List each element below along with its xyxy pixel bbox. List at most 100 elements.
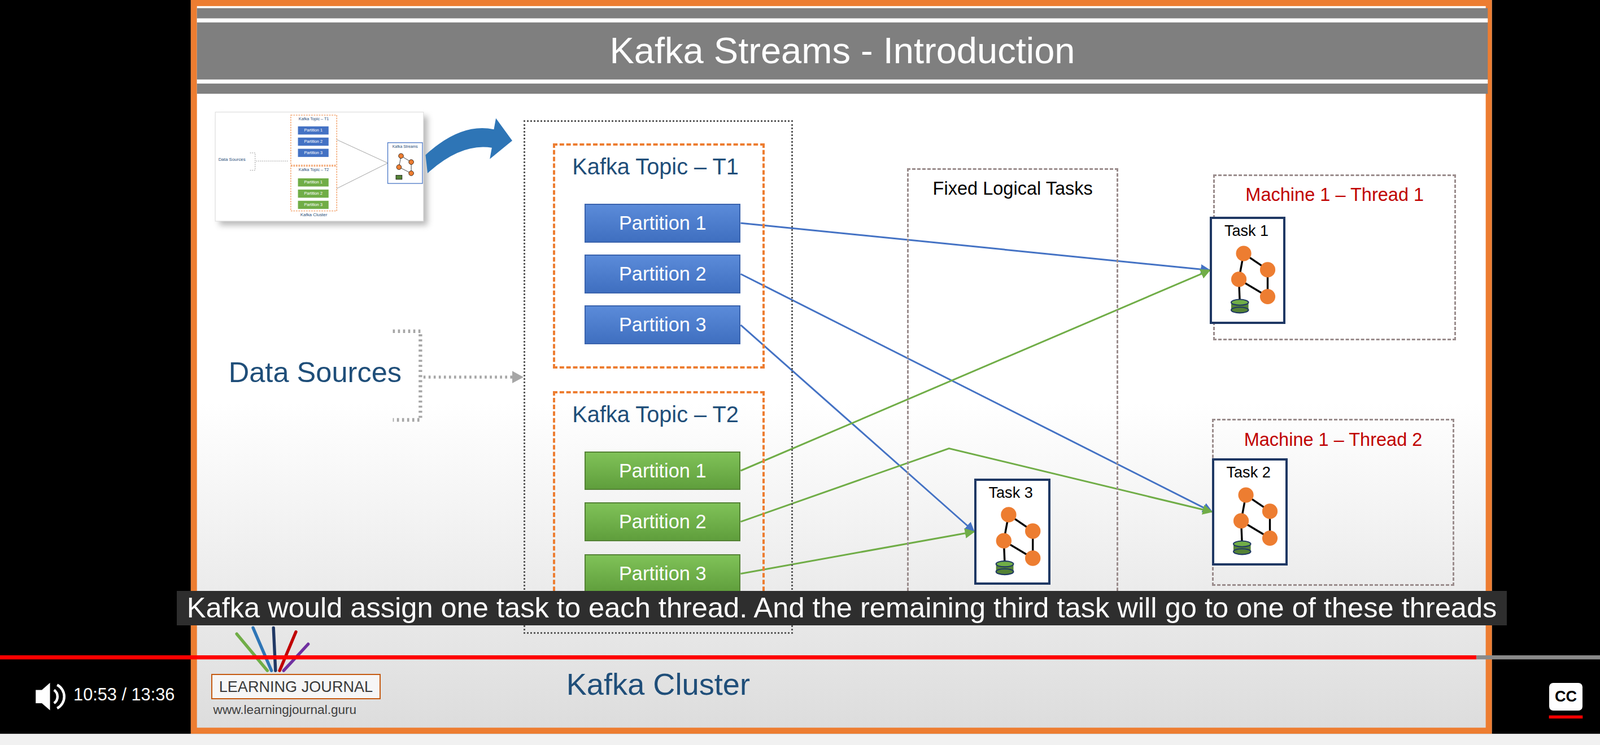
speaker-icon (35, 683, 50, 712)
partition-box: Partition 2 (584, 502, 741, 542)
logo-wordmark-text: LEARNING JOURNAL (219, 678, 374, 696)
thumbnail-partition-label: Partition 1 (298, 178, 329, 187)
thumbnail-partition-label-text: Partition 2 (303, 190, 323, 196)
slide-title: Kafka Streams - Introduction (197, 22, 1489, 80)
flow-arrow (740, 274, 1213, 513)
partition-box-text: Partition 1 (618, 212, 707, 234)
task-box-label: Task 3 (976, 481, 1049, 503)
logo-url: www.learningjournal.guru (213, 702, 357, 718)
topic-box-label: Kafka Topic – T2 (555, 393, 764, 429)
thumbnail-arrow (255, 160, 289, 162)
thumbnail-partition (298, 189, 329, 198)
cc-button: CC (1549, 683, 1584, 712)
thumbnail-streams-label: Kafka Streams (387, 144, 423, 150)
thumbnail-partition (298, 178, 329, 187)
thumbnail-partition-label: Partition 2 (298, 189, 329, 198)
thumbnail-label-text: Data Sources (218, 157, 246, 163)
thread-box: Machine 1 – Thread 2 Task 2 (1212, 419, 1454, 587)
video-subtitle: Kafka would assign one task to each thre… (176, 591, 1508, 626)
thumbnail-partition-label-text: Partition 3 (303, 150, 323, 156)
thumbnail-topic-title: Kafka Topic – T2 (290, 167, 337, 173)
thumbnail-partition (298, 126, 329, 135)
partition-box: Partition 3 (584, 554, 741, 594)
logo-wordmark: LEARNING JOURNAL (211, 674, 381, 700)
speaker-wave (57, 685, 65, 709)
thread-box-text: Machine 1 – Thread 2 (1244, 429, 1423, 451)
partition-box-text: Partition 1 (618, 460, 707, 482)
partition-box-label: Partition 1 (585, 205, 740, 242)
thumbnail-card (215, 112, 424, 222)
page-strip (0, 734, 1600, 745)
thumbnail-partition (298, 201, 329, 209)
thumbnail-topic (290, 166, 337, 211)
thumbnail-topic-title-text: Kafka Topic – T2 (298, 167, 330, 173)
thread-box-label: Machine 1 – Thread 2 (1213, 420, 1453, 451)
thumbnail-label: Data Sources (218, 157, 246, 163)
title-bar (197, 7, 1489, 94)
cluster-box-label: Kafka Cluster (525, 666, 792, 704)
partition-box-label: Partition 2 (585, 503, 740, 541)
data-sources-label: Data Sources (228, 355, 402, 391)
task-box-text: Task 1 (1224, 221, 1269, 240)
video-time-text: 10:53 / 13:36 (73, 685, 175, 705)
thumbnail-partition-label-text: Partition 3 (303, 202, 323, 208)
title-rule (197, 79, 1489, 84)
partition-box-label: Partition 3 (585, 555, 740, 593)
thumbnail-partition-label: Partition 1 (298, 126, 329, 135)
task-box: Task 3 (974, 478, 1052, 586)
thumbnail-topic-title-text: Kafka Topic – T1 (298, 116, 330, 122)
cc-underline (1549, 716, 1584, 719)
curved-arrow (425, 118, 513, 174)
cc-button-text: CC (1554, 687, 1577, 706)
topic-box-label: Kafka Topic – T1 (555, 145, 764, 181)
logo-fan (236, 628, 308, 671)
task-box-text: Task 3 (988, 484, 1033, 502)
video-time: 10:53 / 13:36 (73, 685, 175, 706)
thumbnail-label: Kafka Cluster (290, 212, 337, 219)
thumbnail-partition-label: Partition 3 (298, 149, 329, 158)
thumbnail-partition-label-text: Partition 1 (303, 179, 323, 185)
partition-box-text: Partition 2 (618, 263, 707, 285)
thumbnail-partition-label-text: Partition 2 (303, 138, 323, 145)
partition-box-label: Partition 1 (585, 452, 740, 490)
data-sources-label-text: Data Sources (228, 356, 402, 389)
thumbnail-partition (298, 149, 329, 158)
flow-arrow (740, 223, 1211, 271)
thumbnail-bracket (250, 153, 256, 171)
progress-remaining (1476, 655, 1600, 660)
task-group-box-label: Fixed Logical Tasks (908, 169, 1117, 200)
task-box-label: Task 2 (1214, 460, 1286, 483)
partition-box-label: Partition 3 (585, 306, 740, 344)
task-box: Task 1 (1209, 216, 1286, 325)
task-box-text: Task 2 (1226, 463, 1271, 482)
logo-url-text: www.learningjournal.guru (213, 703, 357, 718)
partition-box-text: Partition 3 (618, 563, 707, 585)
partition-box: Partition 1 (584, 203, 741, 243)
video-subtitle-text: Kafka would assign one task to each thre… (186, 591, 1498, 625)
partition-box-text: Partition 2 (618, 511, 707, 533)
source-arrowhead (512, 371, 524, 384)
thumbnail-streams-label-text: Kafka Streams (392, 144, 418, 149)
topic-box-text: Kafka Topic – T2 (572, 402, 739, 427)
thumbnail-topic-title: Kafka Topic – T1 (290, 116, 337, 122)
thumbnail-label-text: Kafka Cluster (300, 212, 328, 218)
thread-box-text: Machine 1 – Thread 1 (1245, 184, 1424, 206)
thumbnail-topic (290, 115, 337, 165)
partition-box: Partition 3 (584, 305, 741, 345)
flow-arrow (740, 270, 1211, 472)
progress-played (0, 655, 1477, 660)
title-rule (197, 18, 1489, 23)
topic-box-text: Kafka Topic – T1 (572, 154, 739, 180)
flow-arrow (740, 532, 975, 574)
thumbnail-partition (298, 137, 329, 146)
partition-box-label: Partition 2 (585, 255, 740, 293)
speaker-wave (54, 690, 58, 704)
topic-box: Kafka Topic – T1 Partition 1 Partition 2 Pa… (552, 143, 766, 369)
thread-box: Machine 1 – Thread 1 Task 1 (1213, 174, 1456, 341)
thumbnail-partition-label-text: Partition 1 (303, 127, 323, 133)
thread-box-label: Machine 1 – Thread 1 (1214, 176, 1455, 207)
thumbnail-partition-label: Partition 3 (298, 201, 329, 209)
source-arrow (423, 375, 513, 379)
